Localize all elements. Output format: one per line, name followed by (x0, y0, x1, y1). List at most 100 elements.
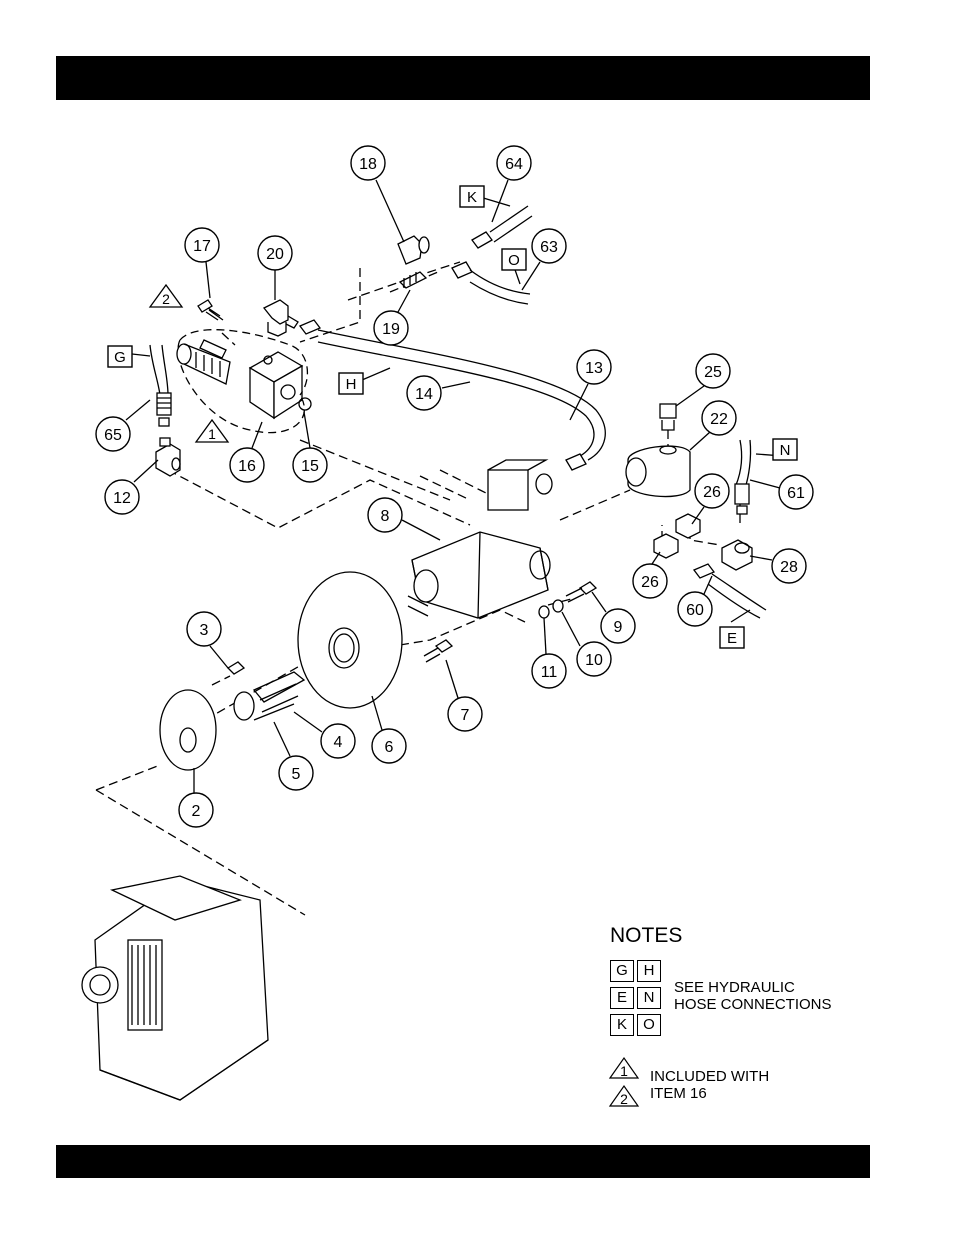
callout-number: 2 (192, 803, 201, 820)
note-box-h: H (637, 960, 661, 982)
hose-61-icon (735, 440, 751, 514)
hose-connections-note: SEE HYDRAULIC HOSE CONNECTIONS (674, 979, 832, 1013)
hose-14-icon (300, 320, 605, 470)
hose-tag-label: E (727, 630, 737, 647)
callout-number: 3 (200, 622, 209, 639)
hydraulic-pump-8-icon (408, 460, 552, 618)
manifold-22-icon (626, 446, 690, 497)
callout-number: 5 (292, 766, 301, 783)
callout-14: 14 (407, 376, 441, 410)
callout-12: 12 (105, 480, 139, 514)
callout-5: 5 (279, 756, 313, 790)
included-with-note: INCLUDED WITH ITEM 16 (650, 1068, 769, 1102)
callout-26: 26 (633, 564, 667, 598)
hose-tag-label: H (346, 376, 357, 393)
note-box-o: O (637, 1014, 661, 1036)
fitting-26-icon (654, 514, 700, 558)
engine-icon (82, 876, 268, 1100)
bolt-3-icon (228, 662, 244, 674)
incl-note-line-1: INCLUDED WITH (650, 1068, 769, 1085)
callout-number: 60 (686, 602, 704, 619)
callout-13: 13 (577, 350, 611, 384)
callout-number: 10 (585, 652, 603, 669)
callout-number: 61 (787, 485, 805, 502)
callout-number: 14 (415, 386, 433, 403)
callout-number: 11 (541, 664, 558, 681)
fitting-25-icon (660, 404, 676, 430)
note-box-g: G (610, 960, 634, 982)
washer-10-icon (553, 600, 563, 612)
hose-tag-label: O (508, 252, 520, 269)
callout-11: 11 (532, 654, 566, 688)
bolt-9-icon (566, 582, 596, 602)
callout-18: 18 (351, 146, 385, 180)
callout-19: 19 (374, 311, 408, 345)
flywheel-plate-6-icon (298, 572, 402, 708)
callout-6: 6 (372, 729, 406, 763)
callout-61: 61 (779, 475, 813, 509)
hose-tag-n: N (773, 439, 797, 460)
callout-number: 8 (381, 508, 390, 525)
hose-tag-h: H (339, 373, 363, 394)
callout-7: 7 (448, 697, 482, 731)
callout-16: 16 (230, 448, 264, 482)
elbow-fitting-28-icon (722, 540, 752, 570)
hose-65-icon (150, 345, 171, 426)
callout-number: 26 (703, 484, 721, 501)
hose-tag-o: O (502, 249, 526, 270)
callout-number: 26 (641, 574, 659, 591)
callout-17: 17 (185, 228, 219, 262)
footer-bar (56, 1145, 870, 1178)
note-tri-1: 1 (620, 1063, 628, 1079)
hose-64-icon (472, 206, 532, 248)
callout-number: 20 (266, 246, 284, 263)
hose-note-line-2: HOSE CONNECTIONS (674, 996, 832, 1013)
callout-number: 7 (461, 707, 470, 724)
hose-tag-label: K (467, 189, 477, 206)
elbow-fitting-12-icon (156, 438, 180, 476)
callout-8: 8 (368, 498, 402, 532)
callout-number: 13 (585, 360, 603, 377)
callout-number: 4 (334, 734, 343, 751)
callout-number: 64 (505, 156, 523, 173)
callout-number: 6 (385, 739, 394, 756)
callout-2: 2 (179, 793, 213, 827)
callout-number: 12 (113, 490, 131, 507)
callout-4: 4 (321, 724, 355, 758)
callout-64: 64 (497, 146, 531, 180)
cartridge-valve-1-icon (177, 340, 230, 384)
valve-block-16-icon (178, 330, 311, 433)
note-box-n: N (637, 987, 661, 1009)
note-box-k: K (610, 1014, 634, 1036)
callout-number: 65 (104, 427, 122, 444)
triangle-tag-label: 1 (208, 426, 216, 442)
note-triangles: 1 2 (608, 1056, 642, 1110)
bolt-17-icon (198, 300, 223, 320)
callout-number: 63 (540, 239, 558, 256)
callout-65: 65 (96, 417, 130, 451)
triangle-tag-1: 1 (196, 420, 228, 442)
hose-note-line-1: SEE HYDRAULIC (674, 979, 832, 996)
callout-20: 20 (258, 236, 292, 270)
fitting-19-icon (400, 272, 426, 288)
note-box-e: E (610, 987, 634, 1009)
washer-11-icon (539, 606, 549, 618)
hose-tag-label: G (114, 349, 126, 366)
callout-number: 9 (614, 619, 623, 636)
callout-number: 16 (238, 458, 256, 475)
triangle-tag-2: 2 (150, 285, 182, 307)
callout-10: 10 (577, 642, 611, 676)
callout-number: 28 (780, 559, 798, 576)
callout-number: 17 (193, 238, 211, 255)
note-tri-2: 2 (620, 1091, 628, 1107)
callout-number: 15 (301, 458, 319, 475)
hose-tag-e: E (720, 627, 744, 648)
callout-25: 25 (696, 354, 730, 388)
callout-number: 19 (382, 321, 400, 338)
hose-tag-label: N (780, 442, 791, 459)
callout-9: 9 (601, 609, 635, 643)
callout-28: 28 (772, 549, 806, 583)
incl-note-line-2: ITEM 16 (650, 1085, 769, 1102)
callout-number: 22 (710, 411, 728, 428)
